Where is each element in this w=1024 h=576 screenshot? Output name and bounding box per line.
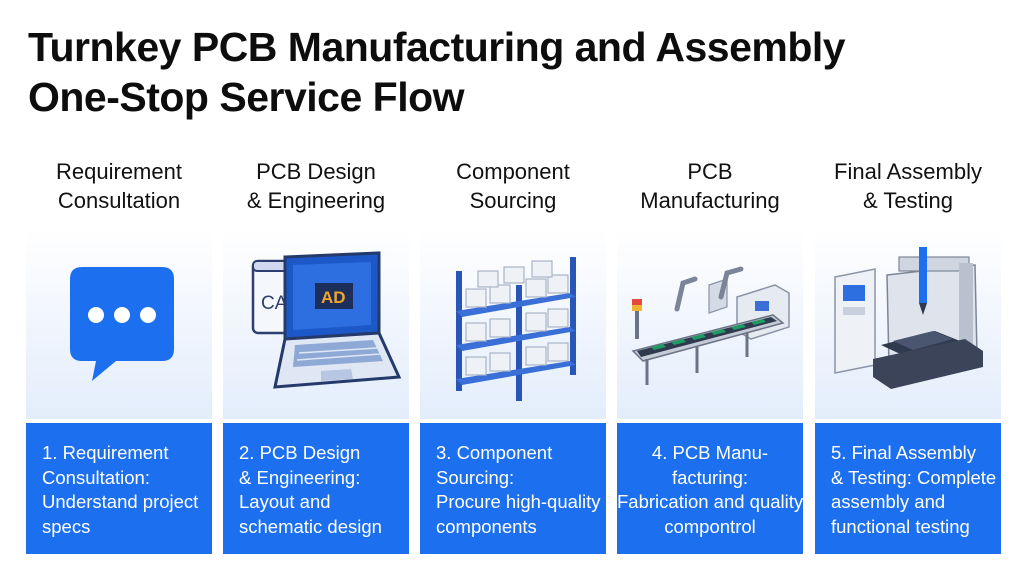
step-requirement-consultation: Requirement Consultation 1. Requirement … <box>26 155 212 555</box>
step-description: 2. PCB Design & Engineering: Layout and … <box>223 423 409 554</box>
step-component-sourcing: Component Sourcing <box>420 155 606 555</box>
page-title: Turnkey PCB Manufacturing and Assembly O… <box>28 22 1008 122</box>
step-description-line: Layout and <box>239 491 331 512</box>
step-heading: PCB Design & Engineering <box>215 157 417 221</box>
step-illustration-panel <box>617 227 803 419</box>
step-heading-line: PCB <box>687 159 733 184</box>
step-description-line: 2. PCB Design <box>239 442 361 463</box>
step-illustration-panel <box>815 227 1001 419</box>
test-machine-icon <box>834 247 983 389</box>
step-description: 4. PCB Manu- facturing: Fabrication and … <box>617 423 803 554</box>
step-description-line: 4. PCB Manu- <box>651 442 769 463</box>
step-description-line: 1. Requirement <box>42 442 169 463</box>
conveyor-line-icon <box>631 266 790 385</box>
step-description-line: & Engineering: <box>239 466 361 488</box>
step-description-line: Consultation: <box>42 466 150 488</box>
laptop-cad-icon: CAD AD <box>251 251 402 389</box>
ad-label: AD <box>321 288 346 307</box>
step-description: 1. Requirement Consultation: Understand … <box>26 423 212 554</box>
step-description-line: Procure high-quality <box>436 491 601 512</box>
step-description-line: Fabrication and quality <box>617 491 804 512</box>
step-description-line: functional testing <box>831 515 970 537</box>
step-heading-line: Manufacturing <box>640 188 780 213</box>
step-heading: PCB Manufacturing <box>609 157 811 221</box>
step-description-line: facturing: <box>671 466 749 488</box>
title-line-1: Turnkey PCB Manufacturing and Assembly <box>28 24 846 70</box>
step-description: 5. Final Assembly & Testing: Complete as… <box>815 423 1001 554</box>
step-heading: Requirement Consultation <box>18 157 220 221</box>
step-description-line: 3. Component <box>436 442 553 463</box>
step-heading-line: & Testing <box>862 188 954 213</box>
step-illustration-panel <box>26 227 212 419</box>
step-heading-line: Sourcing <box>469 188 557 213</box>
step-illustration-panel: CAD AD <box>223 227 409 419</box>
warehouse-shelf-icon <box>456 257 576 401</box>
step-heading-line: PCB Design <box>256 159 376 184</box>
step-description-line: schematic design <box>239 515 382 537</box>
step-description-line: compontrol <box>664 515 756 537</box>
title-line-2: One-Stop Service Flow <box>28 74 465 120</box>
step-heading-line: Requirement <box>56 159 182 184</box>
step-heading-line: Consultation <box>57 188 181 213</box>
step-description-line: Sourcing: <box>436 466 515 488</box>
step-description-line: specs <box>42 515 91 537</box>
chat-bubble-icon <box>70 267 174 381</box>
step-illustration-panel <box>420 227 606 419</box>
step-heading: Component Sourcing <box>412 157 614 221</box>
step-pcb-manufacturing: PCB Manufacturing <box>617 155 803 555</box>
step-description: 3. Component Sourcing: Procure high-qual… <box>420 423 606 554</box>
step-description-line: assembly and <box>831 491 946 512</box>
step-heading-line: & Engineering <box>246 188 386 213</box>
step-description-line: & Testing: Complete <box>831 466 997 488</box>
step-pcb-design: PCB Design & Engineering CAD AD <box>223 155 409 555</box>
step-final-assembly: Final Assembly & Testing <box>815 155 1001 555</box>
process-flow: Requirement Consultation 1. Requirement … <box>26 155 1001 555</box>
step-heading: Final Assembly & Testing <box>807 157 1009 221</box>
step-description-line: Understand project <box>42 491 199 512</box>
step-heading-line: Final Assembly <box>834 159 982 184</box>
step-description-line: 5. Final Assembly <box>831 442 976 463</box>
step-description-line: components <box>436 515 537 537</box>
step-heading-line: Component <box>456 159 570 184</box>
